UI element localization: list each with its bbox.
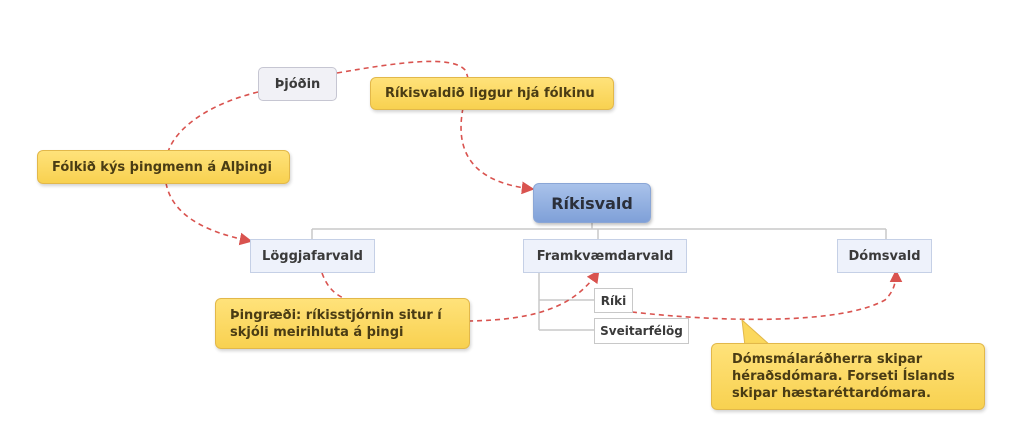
callout-election: Fólkið kýs þingmenn á Alþingi — [37, 150, 290, 184]
tree-connectors — [311, 223, 887, 331]
root-node: Ríkisvald — [533, 183, 651, 223]
callout-judges: Dómsmálaráðherra skipar héraðsdómara. Fo… — [711, 343, 985, 410]
relation-judges-to-judicial — [631, 269, 903, 321]
relation-election-to-legislative — [165, 182, 253, 246]
connector-executive-children — [538, 272, 594, 331]
connector-root-branches — [311, 223, 887, 239]
branch-executive: Framkvæmdarvald — [523, 239, 687, 273]
relation-parliamentarism-to-executive — [467, 269, 600, 322]
branch-judicial: Dómsvald — [837, 239, 932, 273]
relation-people-to-election — [167, 91, 259, 153]
people-node: Þjóðin — [258, 67, 337, 101]
relation-legislative-to-parliamentarism — [321, 272, 347, 300]
callout-parliamentarism: Þingræði: ríkisstjórnin situr í skjóli m… — [215, 298, 470, 349]
relation-sovereignty-to-root — [460, 107, 535, 195]
callout-sovereignty: Ríkisvaldið liggur hjá fólkinu — [370, 77, 614, 110]
branch-legislative: Löggjafarvald — [250, 239, 375, 273]
executive-child-municipalities: Sveitarfélög — [594, 318, 689, 344]
executive-child-state: Ríki — [594, 288, 633, 313]
